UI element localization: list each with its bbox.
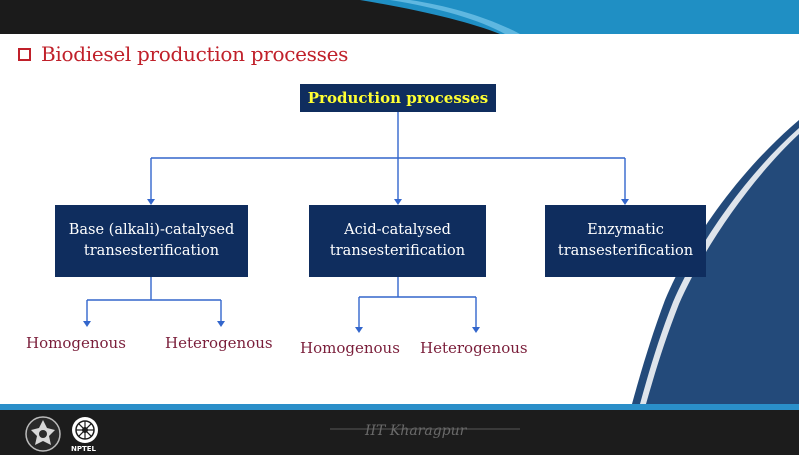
slide-heading: Biodiesel production processes	[18, 42, 348, 66]
iit-logo	[25, 416, 61, 452]
process-label-line1: Acid-catalysed	[344, 222, 451, 238]
process-label-line1: Base (alkali)-catalysed	[68, 222, 235, 238]
arrowheads	[83, 199, 629, 333]
base-heterogenous-label: Heterogenous	[165, 334, 273, 352]
base-homogenous-label: Homogenous	[26, 334, 126, 352]
process-node-base: Base (alkali)-catalysed transesterificat…	[55, 205, 248, 277]
root-node-label: Production processes	[307, 88, 489, 107]
root-node: Production processes	[300, 84, 496, 112]
acid-homogenous-label: Homogenous	[300, 339, 400, 357]
right-sweep	[632, 120, 799, 404]
checkbox-bullet-icon	[18, 47, 31, 61]
footer-bar	[0, 410, 799, 455]
process-label-line1: Enzymatic	[587, 222, 664, 238]
slide-title: Biodiesel production processes	[41, 42, 349, 66]
process-label-line2: transesterification	[83, 243, 220, 259]
footer-line	[330, 428, 520, 430]
connectors	[86, 112, 626, 329]
top-swoosh	[360, 0, 799, 34]
process-label-line2: transesterification	[329, 243, 466, 259]
top-swoosh-light	[390, 0, 520, 34]
process-label-line2: transesterification	[557, 243, 694, 259]
bottom-stripe	[0, 404, 799, 410]
nptel-label: NPTEL	[71, 445, 97, 453]
acid-heterogenous-label: Heterogenous	[420, 339, 528, 357]
footer-institute: IIT Kharagpur	[365, 423, 467, 439]
nptel-logo	[72, 417, 98, 443]
process-node-acid: Acid-catalysed transesterification	[309, 205, 486, 277]
process-node-enzymatic: Enzymatic transesterification	[545, 205, 706, 277]
